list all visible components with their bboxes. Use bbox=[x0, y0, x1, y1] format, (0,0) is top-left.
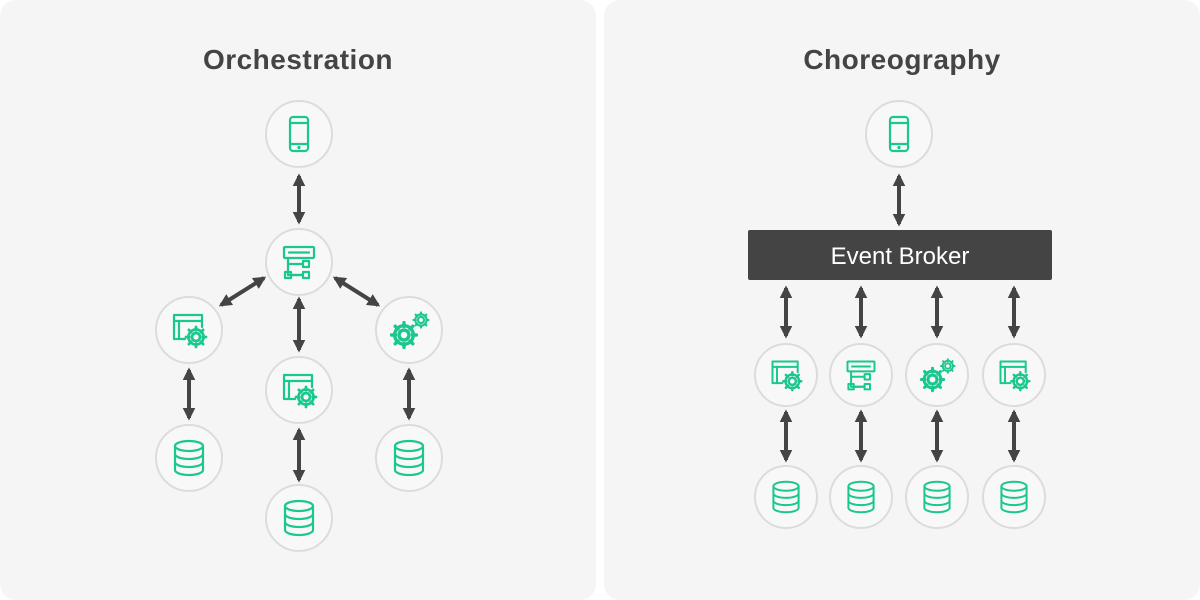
orch-db-center-node bbox=[265, 484, 333, 552]
orch-orchestrator-node bbox=[265, 228, 333, 296]
event-broker-label: Event Broker bbox=[831, 243, 970, 270]
orch-service-left-node bbox=[155, 296, 223, 364]
choreo-db-3-node bbox=[905, 465, 969, 529]
choreo-db-4-node bbox=[982, 465, 1046, 529]
orch-service-center-node bbox=[265, 356, 333, 424]
choreography-panel: Choreography bbox=[604, 0, 1200, 600]
choreo-service-4-node bbox=[982, 343, 1046, 407]
choreo-db-2-node bbox=[829, 465, 893, 529]
choreo-client-node bbox=[865, 100, 933, 168]
orch-db-left-node bbox=[155, 424, 223, 492]
orch-db-right-node bbox=[375, 424, 443, 492]
orch-client-node bbox=[265, 100, 333, 168]
orchestration-arrows bbox=[182, 173, 416, 483]
orch-service-right-node bbox=[375, 296, 443, 364]
choreography-title: Choreography bbox=[803, 44, 1001, 75]
choreo-service-3-node bbox=[905, 343, 969, 407]
choreo-service-1-node bbox=[754, 343, 818, 407]
choreo-service-2-node bbox=[829, 343, 893, 407]
orchestration-title: Orchestration bbox=[202, 44, 394, 75]
arrow-orchestrator-service-left bbox=[218, 276, 267, 307]
arrow-orchestrator-service-right bbox=[332, 276, 381, 307]
event-broker: Event Broker bbox=[748, 230, 1052, 280]
choreography-arrows bbox=[779, 173, 1021, 463]
choreo-db-1-node bbox=[754, 465, 818, 529]
